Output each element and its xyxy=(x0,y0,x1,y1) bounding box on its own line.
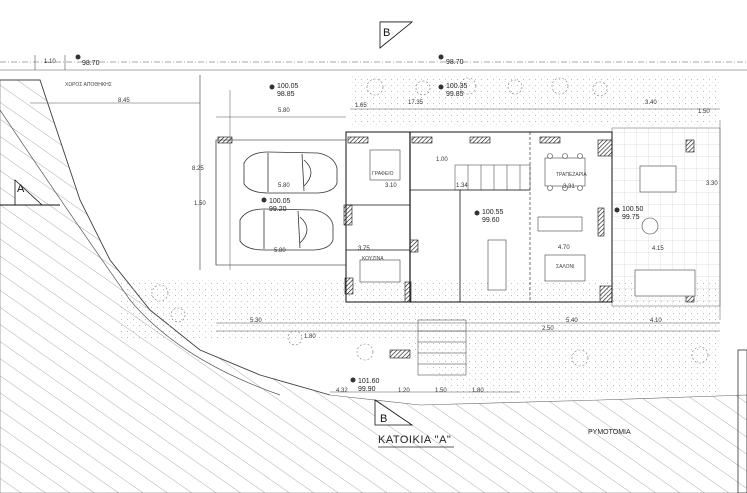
dim-bottom-e: 1.50 xyxy=(435,388,447,394)
dim-bottom-c: 4.32 xyxy=(336,388,348,394)
dim-top-e: 3.40 xyxy=(645,100,657,106)
dim-bottom-b: 1.80 xyxy=(304,334,316,340)
dim-room-f: 1.34 xyxy=(456,183,468,189)
neighbor-building xyxy=(737,349,747,493)
elev-patio-b: 99.75 xyxy=(622,214,640,221)
road-label: ΡΥΜΟΤΟΜΙΑ xyxy=(588,429,631,436)
elev-terrace-b: 99.85 xyxy=(446,91,464,98)
elev-cars-a: 100.05 xyxy=(269,198,291,205)
section-label-top: B xyxy=(383,27,390,39)
dim-bottom-h: 4.10 xyxy=(650,318,662,324)
dimension-lines xyxy=(30,90,721,393)
landscape-area xyxy=(120,75,720,400)
dim-bottom-i: 2.50 xyxy=(542,326,554,332)
dim-car-b: 5.80 xyxy=(274,248,286,254)
dim-top-a: 8.45 xyxy=(118,98,130,104)
dim-room-c: 4.70 xyxy=(558,245,570,251)
dim-car-a: 5.80 xyxy=(278,183,290,189)
room-office: ΓΡΑΦΕΙΟ xyxy=(372,171,394,177)
car-bottom xyxy=(239,208,334,251)
dim-top-f: 1.50 xyxy=(698,109,710,115)
room-dining: ΤΡΑΠΕΖΑΡΙΑ xyxy=(556,172,587,178)
elevation-markers xyxy=(75,54,620,383)
dim-top-c: 1.65 xyxy=(355,103,367,109)
house-walls xyxy=(345,131,613,303)
car-top xyxy=(243,151,338,194)
dim-room-g: 3.75 xyxy=(358,246,370,252)
dim-bottom-f: 1.80 xyxy=(472,388,484,394)
elev-patio-a: 100.50 xyxy=(622,206,644,213)
furniture xyxy=(359,149,696,297)
room-kitchen: ΚΟΥΖΙΝΑ xyxy=(362,256,384,262)
dim-top-small: 1.10 xyxy=(44,59,56,65)
dim-room-a: 3.10 xyxy=(385,183,397,189)
elev-terrace-a: 100.35 xyxy=(446,83,468,90)
dim-room-e: 1.00 xyxy=(436,157,448,163)
dim-bottom-d: 1.20 xyxy=(398,388,410,394)
drawing-title: ΚΑΤΟΙΚΙΑ "Α" xyxy=(378,434,451,446)
dim-side-c: 1.50 xyxy=(194,201,206,207)
elev-top-left: 98.70 xyxy=(82,60,100,67)
dim-bottom-g: 5.40 xyxy=(566,318,578,324)
section-marker-left: A xyxy=(0,179,60,206)
section-marker-top: B xyxy=(379,21,414,49)
dim-room-d: 4.15 xyxy=(652,246,664,252)
garage-note: ΧΩΡΟΣ ΑΠΟΘΗΚΗΣ xyxy=(65,82,112,88)
room-living: ΣΑΛΟΝΙ xyxy=(556,264,575,270)
dim-bottom-a: 5.30 xyxy=(250,318,262,324)
elev-entry-b: 99.90 xyxy=(358,386,376,393)
wall-columns xyxy=(217,136,695,359)
elev-cars-b: 99.20 xyxy=(269,206,287,213)
top-boundary xyxy=(0,55,747,71)
section-label-bottom: B xyxy=(380,413,387,425)
elev-hall-b: 99.60 xyxy=(482,217,500,224)
elev-entry-a: 101.60 xyxy=(358,378,380,385)
dim-top-b: 5.80 xyxy=(278,108,290,114)
section-marker-bottom: B xyxy=(374,399,414,426)
dim-side-a: 8.25 xyxy=(192,166,204,172)
elev-hall-a: 100.55 xyxy=(482,209,504,216)
dim-room-b: 3.31 xyxy=(563,184,575,190)
dim-top-d: 17.35 xyxy=(408,100,424,106)
elev-parking-a: 100.05 xyxy=(277,83,299,90)
elev-parking-b: 98.85 xyxy=(277,91,295,98)
dim-side-b: 3.30 xyxy=(706,181,718,187)
section-label-left: A xyxy=(17,183,25,195)
elev-top-right: 98.70 xyxy=(446,59,464,66)
